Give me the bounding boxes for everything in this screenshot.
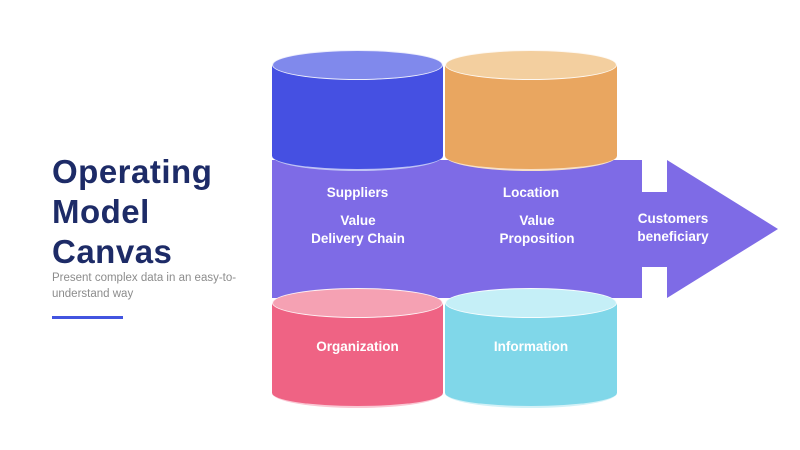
cylinder-organization: Organization — [272, 288, 443, 408]
cylinder-top-ellipse — [445, 288, 617, 318]
cylinder-location: Location — [445, 50, 617, 200]
cylinder-information: Information — [445, 288, 617, 408]
page-subtitle: Present complex data in an easy-to-under… — [52, 272, 237, 300]
arrow-label-value-delivery-chain: Value Delivery Chain — [272, 212, 444, 248]
arrow-label-line: Value — [519, 213, 555, 228]
cylinder-label-location: Location — [502, 185, 560, 200]
accent-underline — [52, 316, 123, 319]
cylinder-body — [272, 303, 443, 408]
cylinder-label-information: Information — [493, 339, 569, 354]
cylinder-suppliers: Suppliers — [272, 50, 443, 200]
arrow-label-line: Delivery Chain — [311, 231, 405, 246]
arrow-label-line: Proposition — [499, 231, 575, 246]
arrow-label-line: Value — [340, 213, 376, 228]
cylinder-body — [445, 303, 617, 408]
cylinder-body — [272, 65, 443, 171]
arrow-label-line: Customers — [637, 211, 709, 226]
cylinder-label-suppliers: Suppliers — [326, 185, 389, 200]
cylinder-body — [445, 65, 617, 171]
cylinder-label-organization: Organization — [316, 339, 399, 354]
arrow-label-line: beneficiary — [637, 229, 709, 244]
cylinder-top-ellipse — [272, 288, 443, 318]
arrow-label-value-proposition: Value Proposition — [451, 212, 623, 248]
cylinder-top-ellipse — [445, 50, 617, 80]
cylinder-top-ellipse — [272, 50, 443, 80]
arrow-label-customers-beneficiary: Customers beneficiary — [612, 210, 734, 246]
page-title: Operating Model Canvas — [52, 153, 213, 270]
right-arrow-shape — [272, 160, 778, 298]
